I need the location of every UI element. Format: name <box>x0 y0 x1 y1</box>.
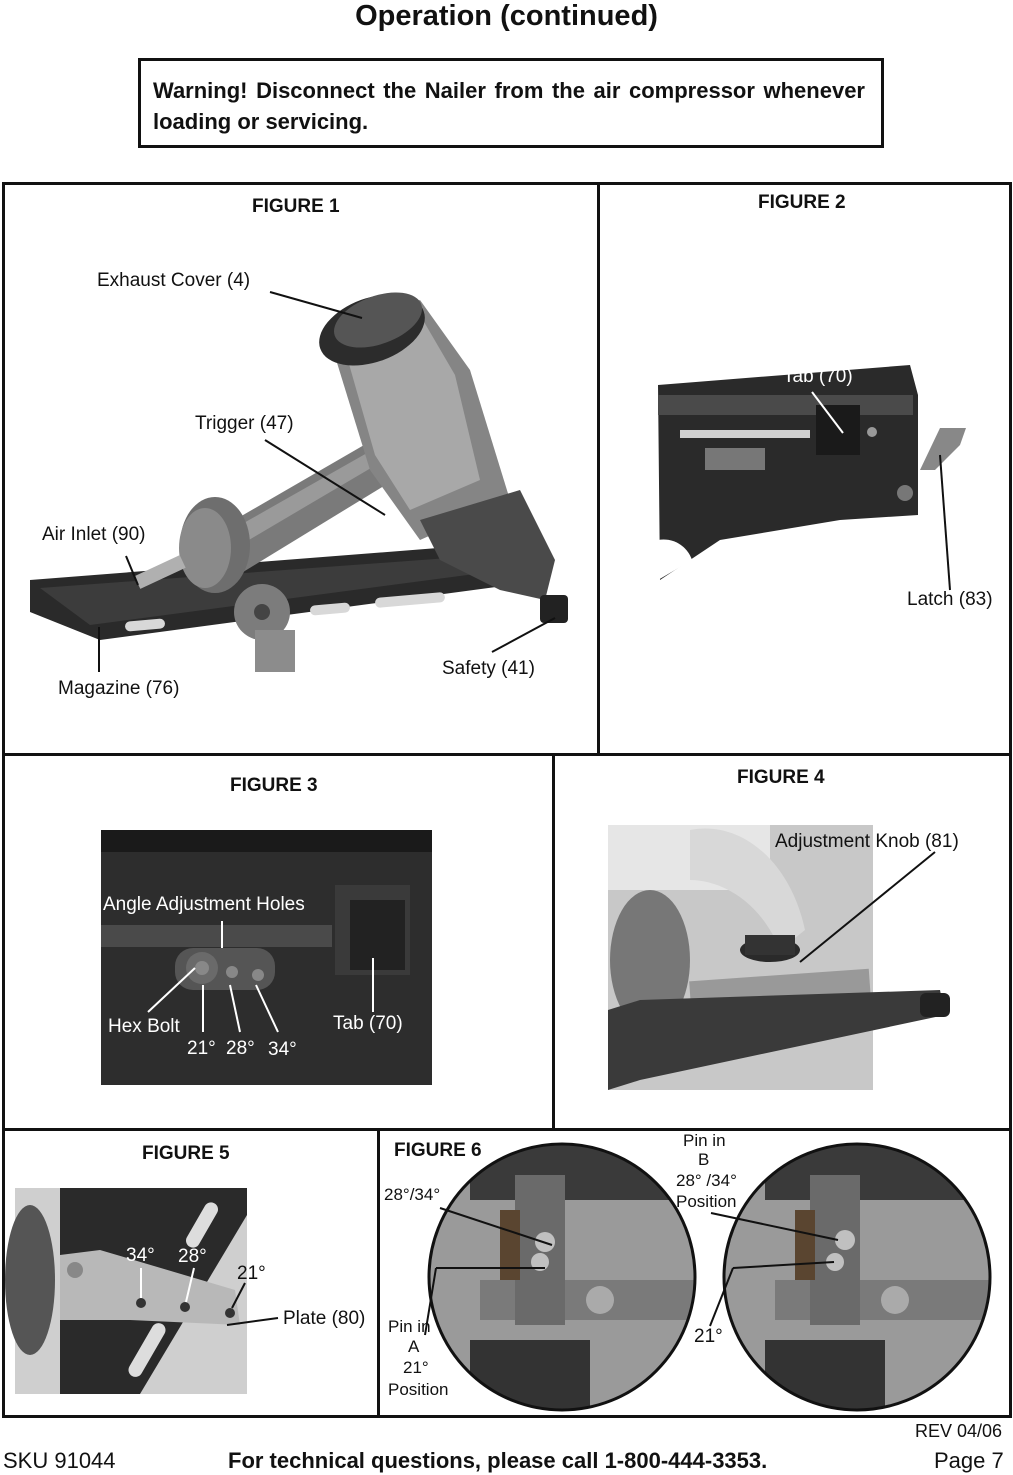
magazine-label: Magazine (76) <box>58 678 180 699</box>
right-angle-label: 21° <box>694 1326 723 1347</box>
deg28-label-fig5: 28° <box>178 1246 207 1267</box>
plate-photo <box>5 1188 279 1394</box>
left-angle-label: 28°/34° <box>384 1185 441 1204</box>
figure6-title: FIGURE 6 <box>394 1140 482 1161</box>
latch-label: Latch (83) <box>907 589 993 610</box>
pin-b-line1: Pin in <box>683 1131 726 1150</box>
page-title: Operation (continued) <box>355 0 658 32</box>
angle-holes-photo <box>101 830 432 1085</box>
warning-box: Warning! Disconnect the Nailer from the … <box>138 58 884 148</box>
exhaust-cover-label: Exhaust Cover (4) <box>97 270 251 291</box>
air-inlet-label: Air Inlet (90) <box>42 524 146 545</box>
hex-bolt-label: Hex Bolt <box>108 1016 180 1037</box>
adjustment-knob-photo <box>608 825 950 1090</box>
figure5-title: FIGURE 5 <box>142 1143 230 1164</box>
revision-label: REV 04/06 <box>915 1421 1003 1441</box>
deg21-label-fig5: 21° <box>237 1263 266 1284</box>
figure4-title: FIGURE 4 <box>737 767 825 788</box>
figures-frame-row3 <box>2 1128 1012 1418</box>
pin-b-line2: B <box>698 1150 710 1169</box>
pin-a-line4: Position <box>388 1380 449 1399</box>
page-number: Page 7 <box>934 1448 1004 1473</box>
adjustment-knob-label: Adjustment Knob (81) <box>775 831 959 852</box>
deg34-label-fig5: 34° <box>126 1245 155 1266</box>
divider-row2 <box>552 753 555 1131</box>
pin-a-line1: Pin in <box>388 1317 431 1336</box>
plate-label: Plate (80) <box>283 1308 366 1329</box>
tab-label-fig2: Tab (70) <box>783 366 853 387</box>
tab-label-fig3: Tab (70) <box>333 1013 403 1034</box>
angle-holes-label: Angle Adjustment Holes <box>103 894 305 915</box>
latch-photo <box>658 365 966 591</box>
deg34-label-fig3: 34° <box>268 1039 297 1060</box>
divider-row1 <box>597 182 600 756</box>
figure1-title: FIGURE 1 <box>252 196 340 217</box>
pin-b-line4: Position <box>676 1192 737 1211</box>
deg28-label-fig3: 28° <box>226 1038 255 1059</box>
pin-position-photos <box>424 1142 992 1412</box>
sku-label: SKU 91044 <box>3 1448 116 1473</box>
contact-text: For technical questions, please call 1-8… <box>228 1448 768 1473</box>
deg21-label-fig3: 21° <box>187 1038 216 1059</box>
trigger-label: Trigger (47) <box>195 413 294 434</box>
nailer-photo <box>30 291 568 672</box>
figure3-title: FIGURE 3 <box>230 775 318 796</box>
pin-a-line2: A <box>408 1337 420 1356</box>
divider-row3 <box>377 1128 380 1418</box>
safety-label: Safety (41) <box>442 658 535 679</box>
figure2-title: FIGURE 2 <box>758 192 846 213</box>
pin-b-line3: 28° /34° <box>676 1171 737 1190</box>
pin-a-line3: 21° <box>403 1358 429 1377</box>
warning-text: Warning! Disconnect the Nailer from the … <box>153 78 865 134</box>
